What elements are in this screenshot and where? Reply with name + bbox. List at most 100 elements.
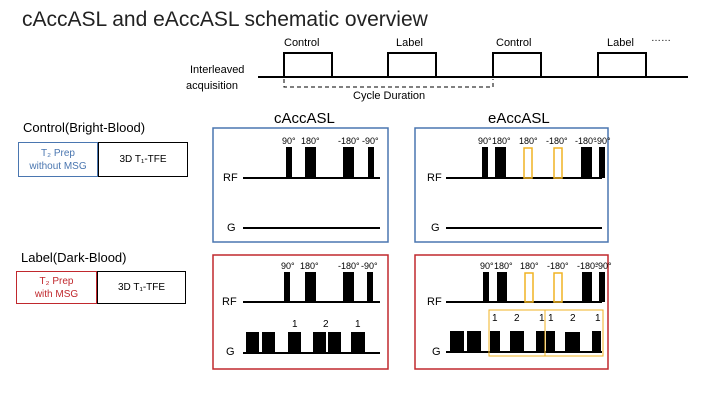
- control-readout-box: 3D T₁-TFE: [98, 142, 188, 177]
- control-t2prep-box: T₂ Prep without MSG: [18, 142, 98, 177]
- g-axis-label: G: [227, 222, 236, 234]
- g-lobe-2: [510, 331, 524, 352]
- control-t2prep-line1: T₂ Prep: [41, 147, 75, 159]
- rf-pulse-neg180: [581, 147, 592, 178]
- rf-pulse-90: [284, 272, 290, 302]
- gradient-label: 2: [570, 313, 576, 324]
- pulse-label: 90°: [281, 261, 295, 271]
- rf-axis-label: RF: [427, 296, 442, 308]
- rf-pulse-neg180: [343, 147, 354, 178]
- label-readout-box: 3D T₁-TFE: [97, 271, 186, 304]
- control-t2prep-line2: without MSG: [29, 160, 87, 172]
- cycle-duration-bracket: [283, 79, 494, 88]
- rf-pulse-extra-neg180: [553, 272, 563, 303]
- pulse-label: 90°: [478, 136, 492, 146]
- caccasl-control-panel: [212, 127, 389, 243]
- caccasl-label-panel: [212, 254, 389, 370]
- pulse-label: -90°: [362, 136, 379, 146]
- g-lobe-1: [536, 331, 545, 352]
- pulse-label: 90°: [282, 136, 296, 146]
- control-readout-label: 3D T₁-TFE: [119, 154, 167, 165]
- timeline-block-label-3: Control: [496, 37, 532, 49]
- pulse-label: -90°: [361, 261, 378, 271]
- gradient-label: 1: [539, 313, 545, 324]
- g-lobe: [450, 331, 464, 352]
- pulse-label: -90°: [595, 261, 612, 271]
- pulse-label: -90°: [594, 136, 611, 146]
- g-lobe-1: [490, 331, 500, 352]
- g-lobe-2a: [313, 332, 326, 353]
- timeline-label-line1: Interleaved: [190, 64, 245, 76]
- timeline-ellipsis: ……: [651, 33, 671, 44]
- rf-pulse-90: [286, 147, 292, 178]
- label-t2prep-box: T₂ Prep with MSG: [16, 271, 97, 304]
- pulse-label: -180°: [575, 136, 597, 146]
- caccasl-heading: cAccASL: [274, 110, 335, 127]
- timeline-block-control-1: [283, 52, 333, 78]
- rf-pulse-180: [305, 272, 316, 302]
- label-t2prep-line2: with MSG: [34, 288, 79, 300]
- timeline-block-label-1: Control: [284, 37, 320, 49]
- rf-pulse-90: [482, 147, 488, 178]
- g-lobe: [246, 332, 259, 353]
- eaccasl-label-panel: [414, 254, 609, 370]
- gradient-label: 2: [323, 319, 329, 330]
- eaccasl-heading: eAccASL: [488, 110, 550, 127]
- timeline-block-label-4: Label: [607, 37, 634, 49]
- rf-pulse-90: [483, 272, 489, 302]
- timeline-block-label-1-shape: [387, 52, 437, 78]
- g-axis-label: G: [432, 346, 441, 358]
- pulse-label: 180°: [301, 136, 320, 146]
- rf-pulse-extra-180: [523, 147, 533, 179]
- timeline-block-label-2-shape: [597, 52, 647, 78]
- rf-pulse-neg90: [599, 147, 605, 178]
- timeline-block-control-2: [492, 52, 542, 78]
- rf-pulse-neg90: [368, 147, 374, 178]
- g-lobe-1: [592, 331, 601, 352]
- timeline-label-line2: acquisition: [186, 80, 238, 92]
- g-lobe-2: [565, 332, 580, 352]
- control-heading: Control(Bright-Blood): [23, 120, 146, 135]
- g-axis-label: G: [431, 222, 440, 234]
- gradient-label: 1: [355, 319, 361, 330]
- pulse-label: 180°: [492, 136, 511, 146]
- g-axis-label: G: [226, 346, 235, 358]
- pulse-label: -180°: [338, 136, 360, 146]
- rf-pulse-extra-180: [524, 272, 534, 303]
- rf-axis-label: RF: [222, 296, 237, 308]
- rf-pulse-180: [497, 272, 507, 302]
- timeline-block-label-2: Label: [396, 37, 423, 49]
- rf-pulse-neg90: [367, 272, 373, 302]
- gradient-label: 1: [548, 313, 554, 324]
- g-lobe-1: [288, 332, 301, 353]
- pulse-label: -180°: [338, 261, 360, 271]
- pulse-label: -180°: [577, 261, 599, 271]
- pulse-label: 90°: [480, 261, 494, 271]
- g-lobe-1: [351, 332, 365, 353]
- gradient-label: 1: [292, 319, 298, 330]
- rf-pulse-180: [305, 147, 316, 178]
- rf-pulse-neg90: [599, 272, 605, 302]
- rf-pulse-neg180: [343, 272, 354, 302]
- pulse-label: 180°: [300, 261, 319, 271]
- gradient-label: 2: [514, 313, 520, 324]
- gradient-label: 1: [492, 313, 498, 324]
- rf-axis-label: RF: [427, 172, 442, 184]
- pulse-label: 180°: [494, 261, 513, 271]
- gradient-label: 1: [595, 313, 601, 324]
- g-lobe-2b: [328, 332, 341, 353]
- rf-pulse-neg180: [582, 272, 592, 302]
- label-t2prep-line1: T₂ Prep: [39, 275, 74, 287]
- page-title: cAccASL and eAccASL schematic overview: [22, 8, 428, 31]
- label-heading: Label(Dark-Blood): [21, 250, 127, 265]
- gradient-group-box-2: [544, 309, 604, 357]
- rf-pulse-180: [495, 147, 506, 178]
- g-lobe: [467, 331, 481, 352]
- pulse-label: 180°: [520, 261, 539, 271]
- g-lobe: [262, 332, 275, 353]
- rf-pulse-extra-neg180: [553, 147, 563, 179]
- pulse-label: -180°: [547, 261, 569, 271]
- pulse-label: -180°: [546, 136, 568, 146]
- g-lobe-1: [546, 331, 555, 352]
